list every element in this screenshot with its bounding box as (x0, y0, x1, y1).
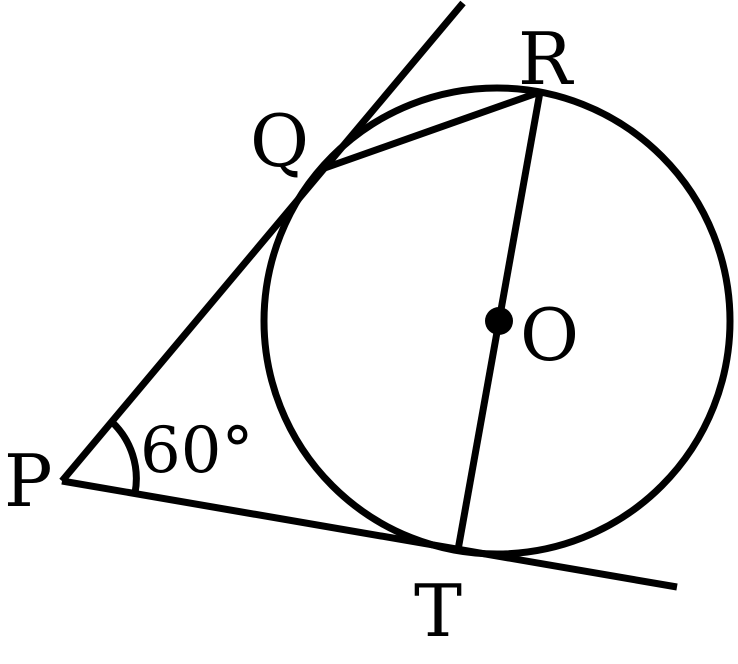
chord-qr (320, 88, 542, 173)
tangent-line-pq (59, 0, 466, 484)
angle-arc (109, 419, 140, 494)
angle-label: 60° (140, 414, 253, 488)
tangent-line-pt (61, 477, 678, 591)
center-point (485, 307, 513, 335)
label-p: P (4, 439, 52, 523)
label-q: Q (250, 99, 309, 183)
label-t: T (414, 569, 462, 653)
label-r: R (518, 17, 574, 101)
label-o: O (520, 293, 579, 377)
